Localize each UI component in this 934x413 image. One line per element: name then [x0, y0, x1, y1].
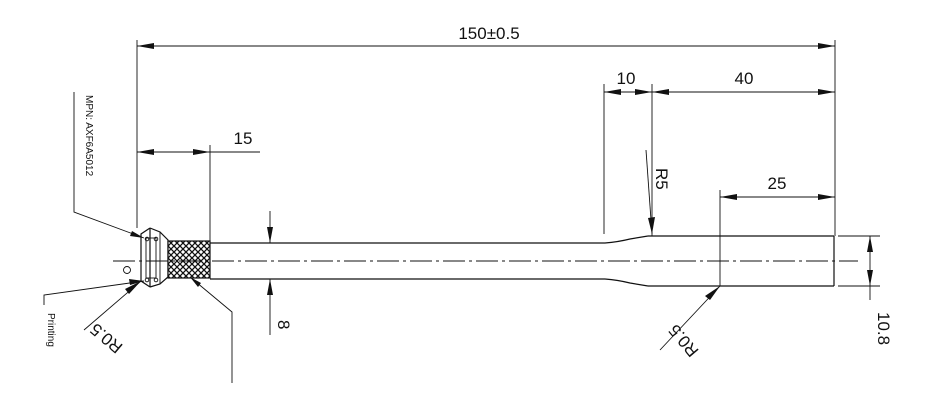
knurl-leader: [189, 276, 233, 383]
dimension-fillet-radius: R5: [645, 149, 671, 235]
dimension-tip-length: 25: [720, 174, 835, 200]
corner-radius-left-label: R0.5: [87, 319, 127, 357]
dimension-taper-length: 10: [604, 69, 652, 95]
overall-length-label: 150±0.5: [458, 24, 519, 43]
fillet-radius-label: R5: [652, 168, 671, 190]
part-number-note: MPN: AXF6A5012: [73, 92, 145, 239]
dimension-overall-length: 150±0.5: [137, 24, 835, 49]
end-length-label: 40: [735, 69, 754, 88]
printing-label: Printing: [45, 313, 56, 347]
shaft-diameter-label: 8: [274, 320, 293, 329]
printing-note: Printing: [43, 279, 145, 347]
dimension-grip-length: 15: [137, 129, 260, 155]
tip-diameter-label: 10.8: [874, 312, 893, 345]
taper-length-label: 10: [617, 69, 636, 88]
part-number-label: MPN: AXF6A5012: [83, 95, 94, 177]
extension-lines: [136, 40, 880, 287]
tip-length-label: 25: [768, 174, 787, 193]
dimension-corner-radius-left: R0.5: [83, 280, 142, 357]
knurled-grip: [167, 240, 211, 279]
part-outline: [113, 227, 858, 288]
dimension-corner-radius-right: R0.5: [659, 285, 721, 361]
grip-length-label: 15: [234, 129, 253, 148]
dimension-shaft-diameter: 8: [267, 211, 293, 335]
dimension-end-length: 40: [652, 69, 835, 95]
corner-radius-right-label: R0.5: [665, 321, 703, 361]
dimension-tip-diameter: 10.8: [867, 236, 893, 345]
